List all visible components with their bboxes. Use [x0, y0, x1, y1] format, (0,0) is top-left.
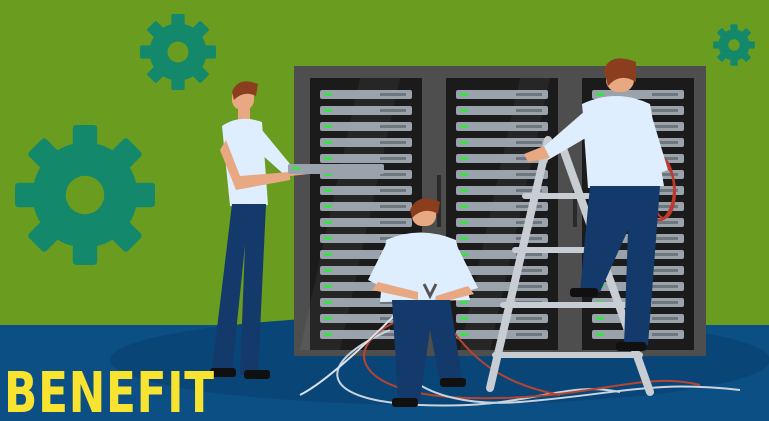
server-unit	[320, 122, 412, 131]
gear-icon	[15, 125, 156, 265]
server-unit	[456, 106, 548, 115]
server-unit	[320, 138, 412, 147]
server-unit	[320, 90, 412, 99]
server-unit	[456, 170, 548, 179]
technician-right	[524, 58, 668, 351]
server-unit	[456, 218, 548, 227]
server-unit	[320, 186, 412, 195]
server-unit	[456, 138, 548, 147]
server-unit	[320, 218, 412, 227]
gear-icon	[713, 24, 755, 66]
gear-icon	[140, 13, 217, 90]
technician-center	[368, 198, 478, 407]
server-unit	[320, 106, 412, 115]
headline-text: BENEFIT	[4, 361, 215, 421]
server-unit	[320, 202, 412, 211]
server-unit	[320, 154, 412, 163]
server-unit	[456, 122, 548, 131]
server-unit	[456, 90, 548, 99]
technician-left	[210, 81, 384, 379]
server-unit	[456, 234, 548, 243]
